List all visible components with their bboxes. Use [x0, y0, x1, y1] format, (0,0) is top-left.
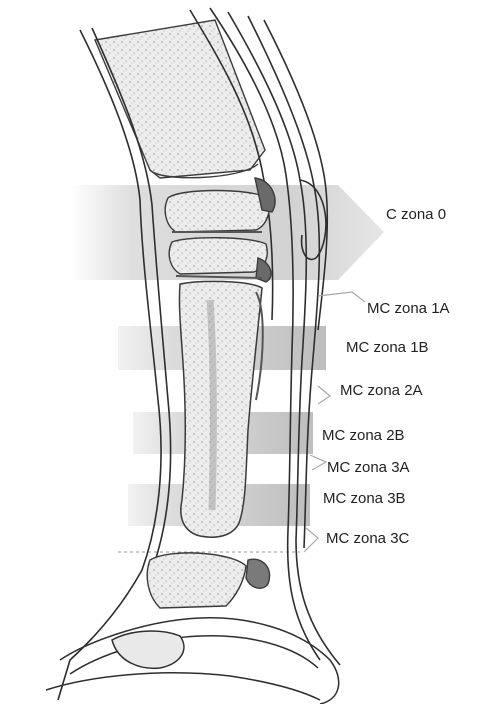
- zone-3c-label: MC zona 3C: [326, 530, 409, 548]
- pastern-bones: [147, 553, 269, 608]
- carpal-row-distal: [169, 238, 267, 274]
- zone-1b-label: MC zona 1B: [346, 339, 429, 357]
- zone-2a-label: MC zona 2A: [340, 382, 423, 400]
- zone-2b-label: MC zona 2B: [322, 427, 405, 445]
- zone-3a-label: MC zona 3A: [327, 459, 410, 477]
- zone-0-label: C zona 0: [386, 206, 446, 224]
- zone-3b-label: MC zona 3B: [323, 490, 406, 508]
- hoof: [46, 618, 339, 704]
- zone-1a-label: MC zona 1A: [367, 300, 450, 318]
- carpal-row-proximal: [165, 191, 269, 233]
